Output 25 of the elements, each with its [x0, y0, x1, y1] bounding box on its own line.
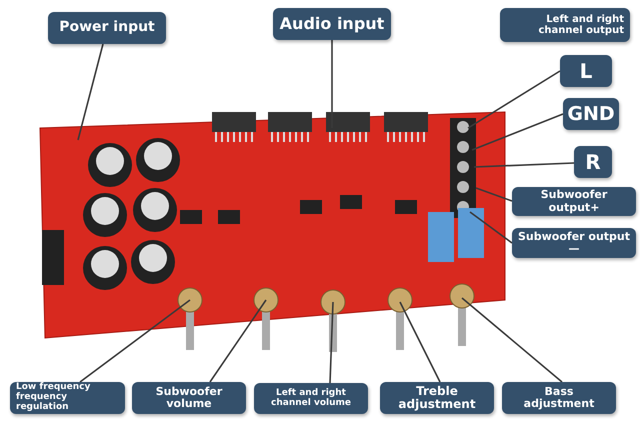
callout-label: R	[574, 146, 612, 178]
callout-label: Left and right channel volume	[254, 383, 368, 414]
callout-label: Subwoofer volume	[132, 382, 246, 414]
callout-label: Power input	[48, 12, 166, 44]
leader-line	[461, 297, 563, 383]
callout-label: Low frequency frequency regulation	[10, 382, 125, 414]
callout-label: Audio input	[273, 8, 391, 40]
callout-label: Left and right channel output	[500, 8, 630, 42]
leader-line	[468, 70, 560, 129]
leader-line	[476, 187, 512, 202]
leader-line	[77, 44, 104, 140]
callout-label: Subwoofer output —	[512, 228, 636, 258]
leader-line	[329, 302, 334, 384]
leader-line	[209, 300, 267, 382]
leader-line	[470, 211, 512, 244]
callout-label: L	[560, 55, 612, 87]
callout-label: Subwoofer output+	[512, 187, 636, 216]
callout-label: Bass adjustment	[502, 382, 616, 414]
callout-label: Treble adjustment	[380, 382, 494, 414]
leader-line	[399, 302, 441, 382]
leader-line	[331, 40, 333, 128]
leader-line	[80, 299, 190, 383]
leader-line	[474, 162, 574, 168]
callout-label: GND	[563, 98, 619, 130]
leader-line	[472, 113, 564, 151]
